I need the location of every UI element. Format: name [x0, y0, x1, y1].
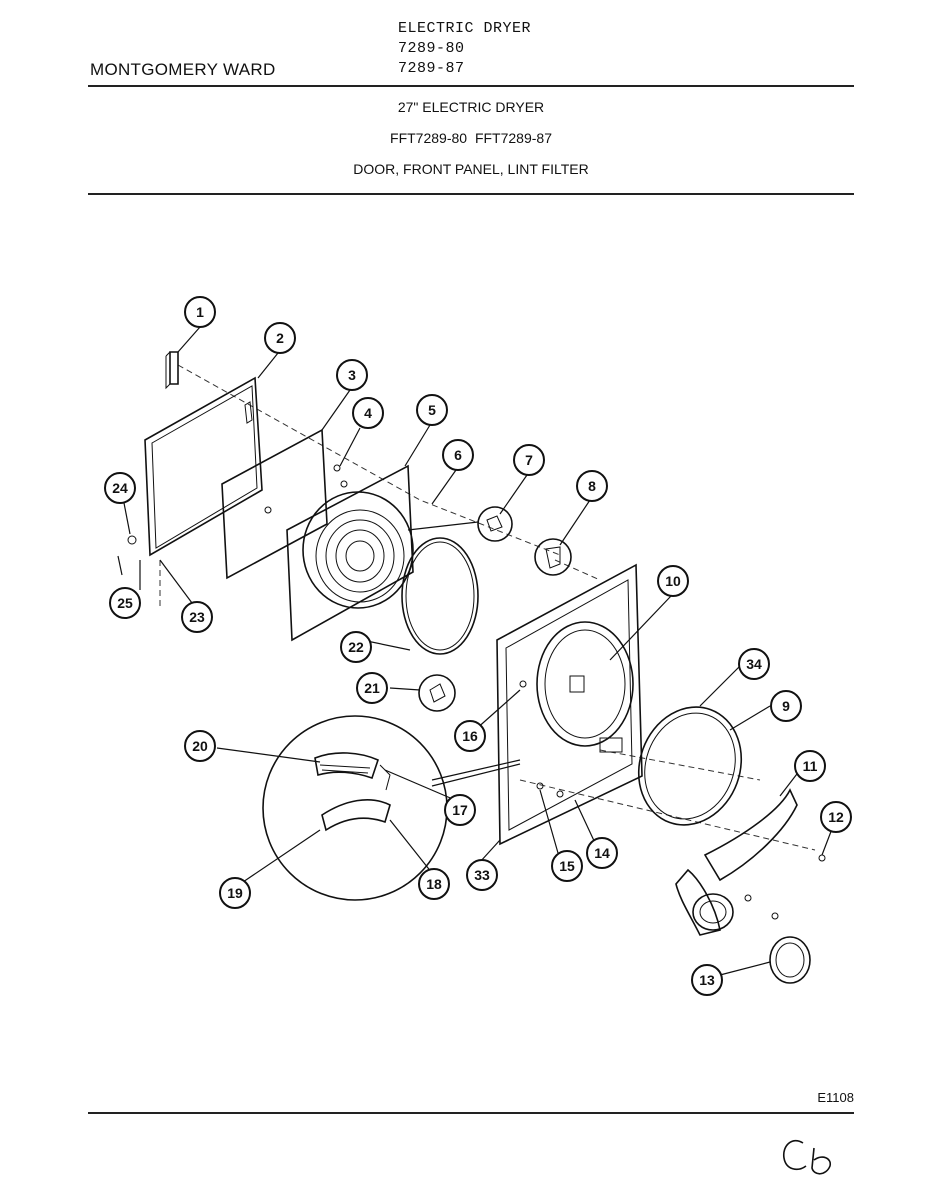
callout-34: 34 [738, 648, 770, 680]
svg-text:20: 20 [192, 738, 208, 754]
callout-7: 7 [513, 444, 545, 476]
svg-text:22: 22 [348, 639, 364, 655]
svg-text:11: 11 [803, 758, 818, 774]
callout-15: 15 [551, 850, 583, 882]
svg-text:7: 7 [525, 452, 533, 468]
callout-17: 17 [444, 794, 476, 826]
svg-text:14: 14 [594, 845, 610, 861]
svg-text:19: 19 [227, 885, 243, 901]
svg-text:1: 1 [196, 304, 204, 320]
callout-9: 9 [770, 690, 802, 722]
title-line-2: FFT7289-80 FFT7289-87 [390, 130, 552, 146]
svg-text:3: 3 [348, 367, 356, 383]
callout-2: 2 [264, 322, 296, 354]
svg-text:4: 4 [364, 405, 372, 421]
title-line-1: 27" ELECTRIC DRYER [397, 99, 545, 115]
svg-text:8: 8 [588, 478, 596, 494]
svg-text:33: 33 [474, 867, 490, 883]
footer-rule [88, 1112, 854, 1114]
callout-25: 25 [109, 587, 141, 619]
svg-text:5: 5 [428, 402, 436, 418]
callout-8: 8 [576, 470, 608, 502]
callout-10: 10 [657, 565, 689, 597]
callout-20: 20 [184, 730, 216, 762]
svg-text:13: 13 [699, 972, 715, 988]
model-line-2: 7289-80 [398, 40, 465, 57]
callout-5: 5 [416, 394, 448, 426]
callout-14: 14 [586, 837, 618, 869]
svg-text:10: 10 [665, 573, 681, 589]
callout-6: 6 [442, 439, 474, 471]
svg-text:16: 16 [462, 728, 478, 744]
svg-text:6: 6 [454, 447, 462, 463]
callout-23: 23 [181, 601, 213, 633]
model-line-3: 7289-87 [398, 60, 465, 77]
callout-33: 33 [466, 859, 498, 891]
svg-text:21: 21 [364, 680, 380, 696]
callout-19: 19 [219, 877, 251, 909]
drawing-code: E1108 [817, 1090, 854, 1105]
model-line-1: ELECTRIC DRYER [398, 20, 532, 37]
svg-text:23: 23 [189, 609, 205, 625]
callout-16: 16 [454, 720, 486, 752]
svg-text:25: 25 [117, 595, 133, 611]
callout-22: 22 [340, 631, 372, 663]
callout-21: 21 [356, 672, 388, 704]
callout-3: 3 [336, 359, 368, 391]
brand-name: MONTGOMERY WARD [90, 60, 276, 79]
header-rule [88, 85, 854, 87]
svg-text:18: 18 [426, 876, 442, 892]
callout-4: 4 [352, 397, 384, 429]
callout-13: 13 [691, 964, 723, 996]
title-rule [88, 193, 854, 195]
callout-24: 24 [104, 472, 136, 504]
handwritten-note [782, 1139, 832, 1175]
svg-text:34: 34 [746, 656, 762, 672]
svg-text:12: 12 [828, 809, 844, 825]
svg-text:24: 24 [112, 480, 128, 496]
title-line-3: DOOR, FRONT PANEL, LINT FILTER [353, 161, 589, 177]
svg-text:9: 9 [782, 698, 790, 714]
svg-text:2: 2 [276, 330, 284, 346]
callout-18: 18 [418, 868, 450, 900]
svg-text:17: 17 [452, 802, 468, 818]
callout-11: 11 [794, 750, 826, 782]
callout-12: 12 [820, 801, 852, 833]
svg-text:15: 15 [559, 858, 575, 874]
callout-1: 1 [184, 296, 216, 328]
